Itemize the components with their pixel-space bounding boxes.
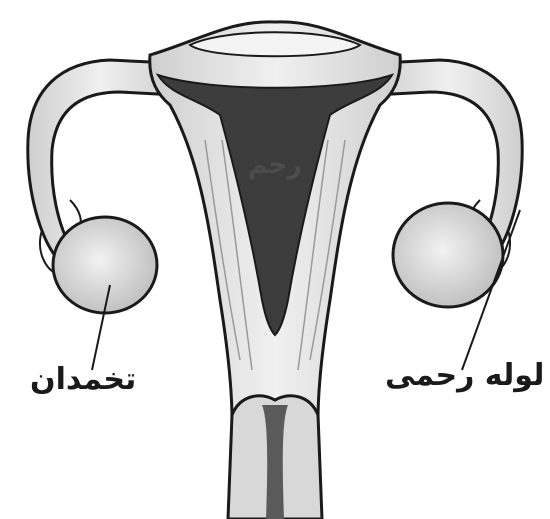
fallopian-tube-label: لوله رحمی (385, 358, 544, 393)
uterus-label: رحم (248, 150, 302, 180)
left-ovary (53, 217, 157, 313)
right-ovary (393, 203, 503, 307)
ovary-label: تخمدان (30, 362, 136, 397)
